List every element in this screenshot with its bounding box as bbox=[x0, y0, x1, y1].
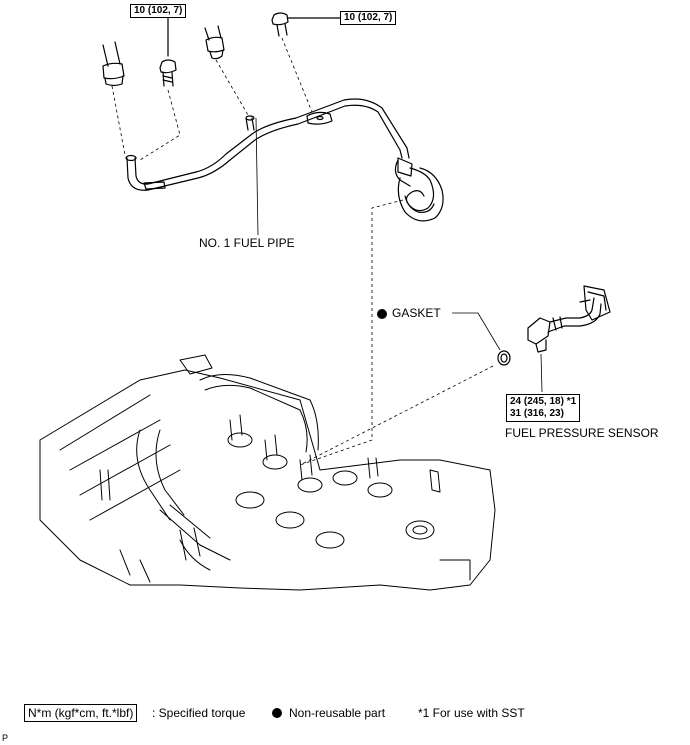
sensor-torque-label: 24 (245, 18) *1 31 (316, 23) bbox=[506, 394, 581, 422]
legend-sst-note: *1 For use with SST bbox=[418, 706, 525, 720]
legend-non-reusable-text: Non-reusable part bbox=[289, 706, 386, 720]
bolt-right bbox=[271, 12, 341, 37]
corner-mark: P bbox=[2, 733, 9, 743]
legend-unit-box: N*m (kgf*cm, ft.*lbf) bbox=[24, 704, 138, 722]
gasket-label: GASKET bbox=[392, 306, 441, 320]
torque-label-bolt-right: 10 (102, 7) bbox=[340, 11, 397, 25]
fuel-pressure-sensor-label: FUEL PRESSURE SENSOR bbox=[505, 426, 659, 440]
bolt-left bbox=[159, 11, 177, 87]
engine-block bbox=[39, 354, 496, 591]
no1-fuel-pipe bbox=[125, 98, 444, 222]
torque-label-bolt-left: 10 (102, 7) bbox=[130, 4, 187, 18]
sensor-torque-line-1: 24 (245, 18) *1 bbox=[510, 396, 577, 407]
fuel-line-stub-center bbox=[204, 25, 225, 60]
fuel-pressure-sensor-part bbox=[527, 285, 611, 353]
legend-non-reusable-icon bbox=[272, 708, 282, 718]
fuel-line-stub-left bbox=[102, 41, 125, 87]
gasket-part bbox=[497, 350, 511, 366]
legend-unit-desc: : Specified torque bbox=[152, 706, 246, 720]
sensor-torque-line-2: 31 (316, 23) bbox=[510, 408, 564, 419]
no1-fuel-pipe-label: NO. 1 FUEL PIPE bbox=[199, 236, 295, 250]
leader-lines bbox=[111, 37, 543, 466]
non-reusable-icon bbox=[377, 309, 387, 319]
